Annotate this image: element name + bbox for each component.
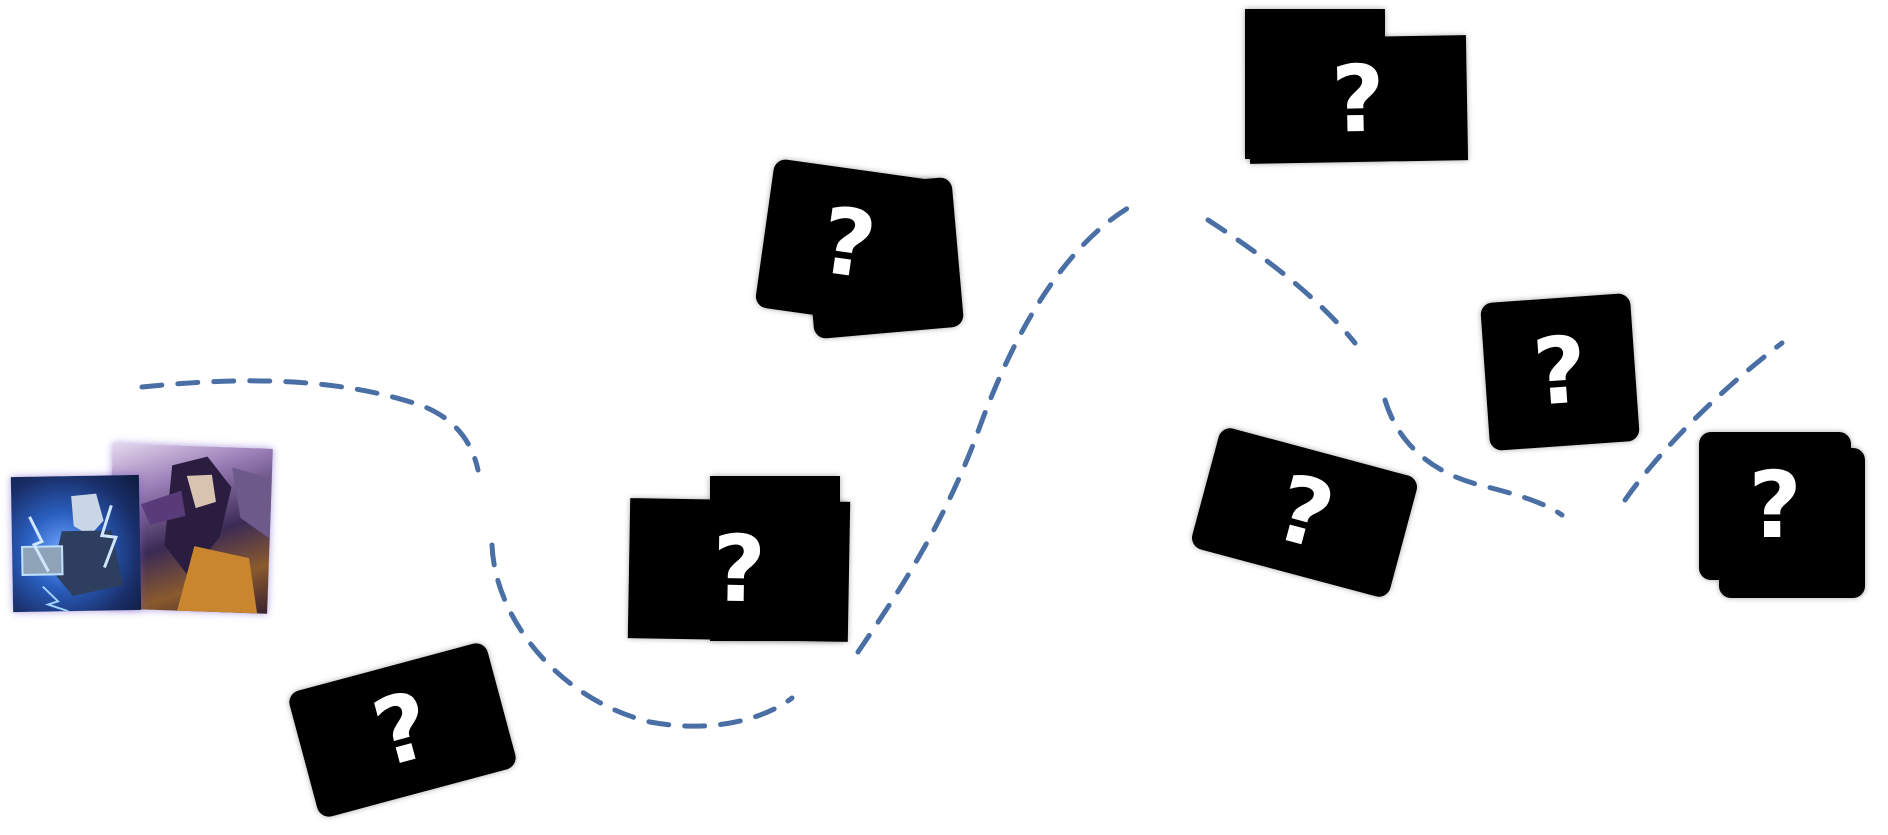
mystery-card: ? xyxy=(1480,292,1640,452)
question-mark-icon: ? xyxy=(711,515,767,624)
mystery-node-7[interactable]: ? xyxy=(1695,428,1875,608)
mystery-card: ? xyxy=(1247,35,1469,164)
question-mark-icon: ? xyxy=(1265,453,1345,571)
question-mark-icon: ? xyxy=(362,670,442,789)
mystery-node-6[interactable]: ? xyxy=(1475,290,1645,455)
mystery-node-4[interactable]: ? xyxy=(1245,5,1470,170)
question-mark-icon: ? xyxy=(814,186,882,301)
mystery-node-3[interactable]: ? xyxy=(750,155,975,350)
mystery-node-2[interactable]: ? xyxy=(625,470,855,655)
mystery-card: ? xyxy=(1189,425,1420,600)
mystery-card: ? xyxy=(1699,432,1851,580)
question-mark-icon: ? xyxy=(1748,452,1802,559)
mystery-card: ? xyxy=(286,640,519,820)
hooded-mage-art xyxy=(107,443,273,614)
mystery-node-1[interactable]: ? xyxy=(286,640,525,820)
start-node[interactable] xyxy=(10,440,275,620)
question-mark-icon: ? xyxy=(1529,316,1591,427)
question-mark-icon: ? xyxy=(1330,45,1386,153)
mystery-card: ? xyxy=(754,158,942,330)
mystery-card: ? xyxy=(627,498,851,642)
mystery-node-5[interactable]: ? xyxy=(1180,420,1430,610)
path-segment-4 xyxy=(1205,217,1358,346)
thunder-warrior-art xyxy=(10,474,142,613)
